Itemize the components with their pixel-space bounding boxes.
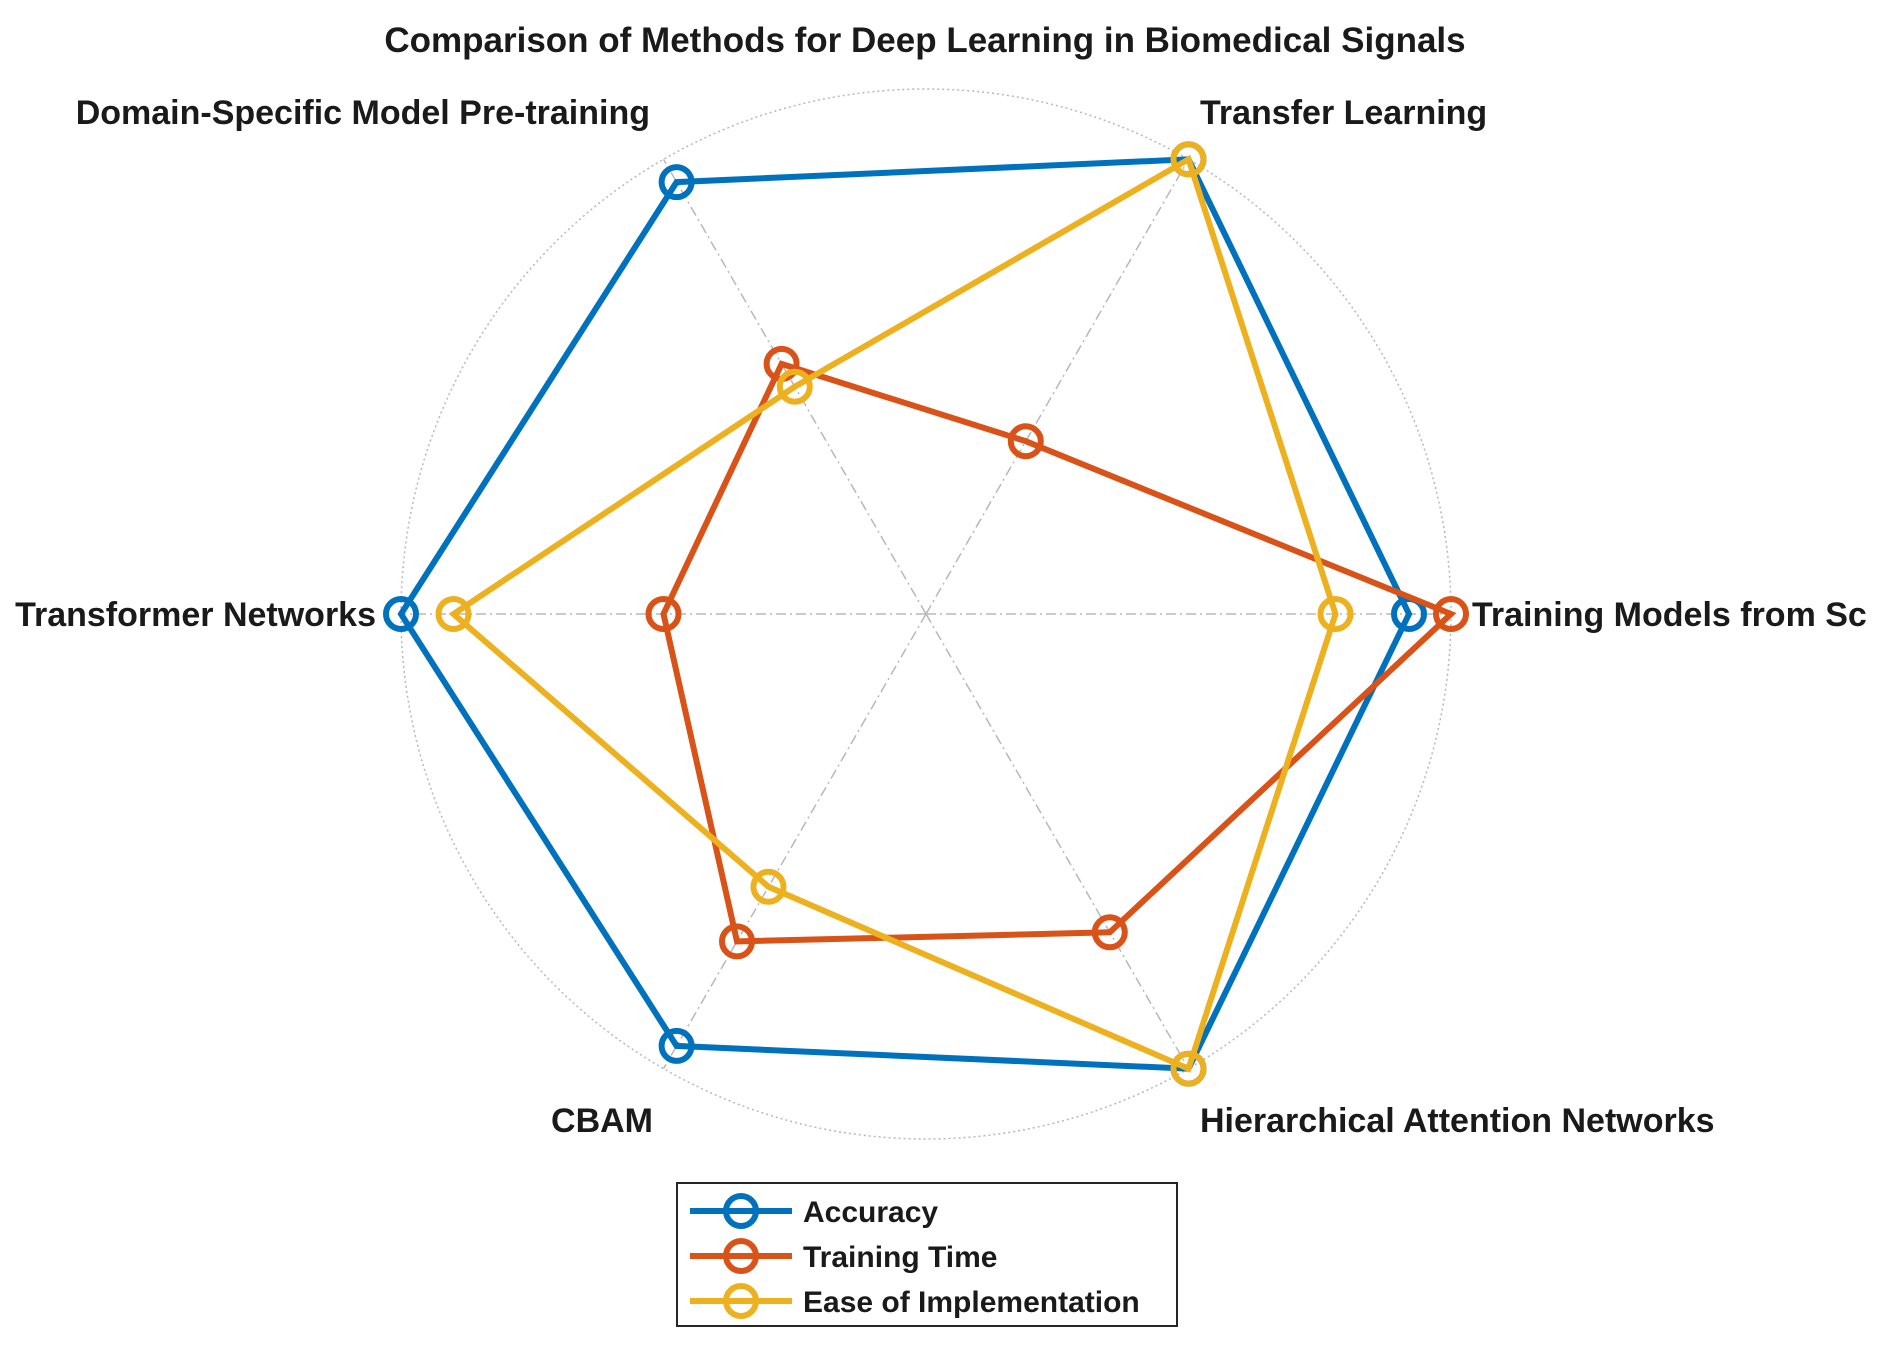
legend-label: Accuracy bbox=[803, 1196, 938, 1229]
data-point bbox=[645, 596, 682, 632]
data-point bbox=[1170, 141, 1207, 178]
axis-label: Domain-Specific Model Pre-training bbox=[76, 94, 650, 132]
axis-labels: Training Models from Sc Transfer Learning… bbox=[15, 94, 1867, 1140]
data-point bbox=[658, 1027, 695, 1064]
radar-series bbox=[383, 141, 1469, 1087]
legend-label: Ease of Implementation bbox=[803, 1286, 1140, 1319]
grid-spoke bbox=[662, 613, 927, 1070]
data-point bbox=[435, 596, 472, 632]
series-line bbox=[448, 154, 1339, 1073]
grid-spoke bbox=[925, 613, 1190, 1070]
axis-label: Transformer Networks bbox=[15, 596, 376, 634]
data-point bbox=[383, 596, 419, 632]
data-point bbox=[776, 368, 813, 405]
data-point bbox=[658, 164, 695, 201]
data-point bbox=[1317, 596, 1354, 632]
legend-swatch-marker bbox=[723, 1238, 759, 1274]
data-point bbox=[1170, 1050, 1207, 1087]
series-line bbox=[660, 360, 1457, 945]
data-point bbox=[719, 923, 755, 960]
data-point bbox=[1091, 914, 1128, 951]
data-point bbox=[1433, 596, 1469, 632]
data-point bbox=[1007, 423, 1044, 460]
axis-label: CBAM bbox=[551, 1102, 653, 1140]
grid-spoke bbox=[925, 158, 1190, 615]
legend-label: Training Time bbox=[803, 1241, 998, 1274]
legend-swatch-marker bbox=[723, 1283, 759, 1319]
axis-label: Transfer Learning bbox=[1200, 94, 1487, 132]
legend-swatch-marker bbox=[723, 1193, 759, 1229]
chart-title: Comparison of Methods for Deep Learning … bbox=[384, 21, 1465, 60]
axis-label: Hierarchical Attention Networks bbox=[1200, 1102, 1715, 1140]
axis-label: Training Models from Sc bbox=[1472, 596, 1867, 634]
data-point bbox=[750, 868, 787, 905]
